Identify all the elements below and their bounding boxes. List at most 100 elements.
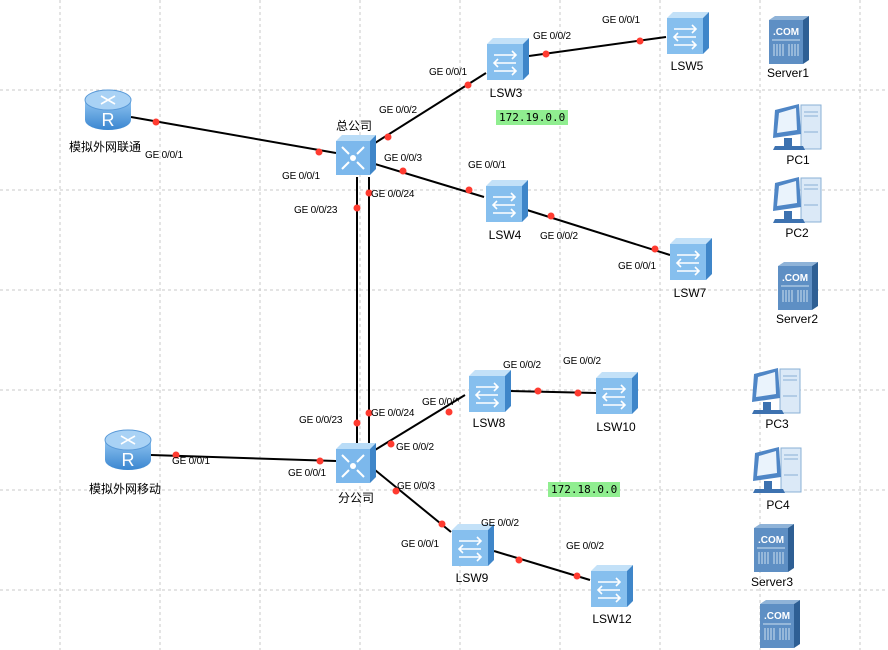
- server-icon: .COM: [778, 262, 818, 310]
- port-label: GE 0/0/^: [422, 397, 459, 408]
- device-label: LSW7: [673, 286, 707, 300]
- switch-icon: [486, 180, 528, 222]
- device-label: LSW4: [488, 228, 522, 242]
- port-label: GE 0/0/1: [145, 150, 183, 161]
- switch-lsw12[interactable]: [589, 565, 635, 609]
- port-dot[interactable]: [542, 50, 550, 58]
- device-label: LSW10: [596, 420, 636, 434]
- device-label: PC2: [785, 226, 809, 240]
- port-label: GE 0/0/1: [468, 160, 506, 171]
- port-dot[interactable]: [399, 167, 407, 175]
- l3switch-hq[interactable]: [334, 135, 378, 177]
- port-label: GE 0/0/2: [566, 541, 604, 552]
- port-dot[interactable]: [534, 387, 542, 395]
- router-r1[interactable]: R: [83, 88, 133, 132]
- port-label: GE 0/0/1: [602, 15, 640, 26]
- router-r2[interactable]: R: [103, 428, 153, 472]
- network-label-hq[interactable]: 172.19.0.0: [496, 110, 569, 125]
- port-dot[interactable]: [353, 419, 361, 427]
- device-label: 总公司: [335, 119, 373, 133]
- switch-lsw5[interactable]: [665, 12, 711, 56]
- port-dot[interactable]: [172, 451, 180, 459]
- device-label: Server3: [750, 575, 794, 589]
- port-dot[interactable]: [465, 186, 473, 194]
- device-label: PC4: [766, 498, 790, 512]
- device-label: Server2: [775, 312, 819, 326]
- port-dot[interactable]: [636, 37, 644, 45]
- device-label: LSW8: [472, 416, 506, 430]
- link-r1-hq[interactable]: [130, 116, 337, 154]
- device-label: 模拟外网移动: [88, 482, 162, 496]
- port-label: GE 0/0/2: [481, 518, 519, 529]
- port-dot[interactable]: [573, 572, 581, 580]
- pc-icon: [752, 368, 801, 414]
- network-label-branch[interactable]: 172.18.0.0: [548, 482, 621, 497]
- switch-icon: [487, 38, 529, 80]
- switch-lsw3[interactable]: [485, 38, 531, 82]
- port-label: GE 0/0/2: [396, 442, 434, 453]
- server-server1[interactable]: .COM: [769, 16, 811, 64]
- l3-switch-icon: [336, 135, 376, 175]
- switch-lsw10[interactable]: [594, 372, 640, 416]
- port-dot[interactable]: [353, 204, 361, 212]
- port-dot[interactable]: [365, 409, 373, 417]
- l3switch-branch[interactable]: [334, 443, 378, 485]
- port-label: GE 0/0/2: [540, 231, 578, 242]
- pc-pc3[interactable]: [750, 366, 806, 416]
- switch-lsw9[interactable]: [450, 524, 496, 568]
- port-dot[interactable]: [574, 389, 582, 397]
- pc-icon: [773, 177, 822, 223]
- svg-text:.COM: .COM: [773, 27, 799, 38]
- port-dot[interactable]: [515, 556, 523, 564]
- device-label: LSW5: [670, 59, 704, 73]
- port-dot[interactable]: [152, 118, 160, 126]
- server-icon: .COM: [769, 16, 809, 64]
- link-r2-br[interactable]: [150, 454, 337, 462]
- device-label: PC3: [765, 417, 789, 431]
- router-icon: R: [104, 429, 152, 470]
- port-label: GE 0/0/3: [397, 481, 435, 492]
- port-dot[interactable]: [438, 520, 446, 528]
- pc-icon: [773, 104, 822, 150]
- switch-icon: [591, 565, 633, 607]
- port-label: GE 0/0/2: [533, 31, 571, 42]
- port-dot[interactable]: [365, 189, 373, 197]
- server-server3[interactable]: .COM: [754, 524, 796, 572]
- pc-pc4[interactable]: [751, 445, 807, 495]
- switch-icon: [469, 370, 511, 412]
- port-dot[interactable]: [547, 212, 555, 220]
- pc-pc2[interactable]: [771, 175, 827, 225]
- server-icon: .COM: [754, 524, 794, 572]
- port-label: GE 0/0/24: [371, 189, 415, 200]
- device-label: LSW12: [592, 612, 632, 626]
- switch-icon: [667, 12, 709, 54]
- port-label: GE 0/0/23: [294, 205, 338, 216]
- pc-pc1[interactable]: [771, 102, 827, 152]
- port-dot[interactable]: [651, 245, 659, 253]
- port-dot[interactable]: [315, 148, 323, 156]
- server-server2[interactable]: .COM: [778, 262, 820, 310]
- server-icon: .COM: [760, 600, 800, 648]
- switch-lsw7[interactable]: [668, 238, 714, 282]
- link-br-lsw9[interactable]: [374, 469, 452, 533]
- device-label: 分公司: [337, 491, 375, 505]
- svg-text:.COM: .COM: [764, 611, 790, 622]
- switch-lsw8[interactable]: [467, 370, 513, 414]
- port-label: GE 0/0/1: [429, 67, 467, 78]
- switch-lsw4[interactable]: [484, 180, 530, 224]
- port-dot[interactable]: [392, 487, 400, 495]
- port-dot[interactable]: [316, 457, 324, 465]
- server-server4[interactable]: .COM: [760, 600, 802, 648]
- router-icon: R: [84, 89, 132, 130]
- port-label: GE 0/0/2: [379, 105, 417, 116]
- link-hq-lsw4[interactable]: [374, 163, 485, 198]
- port-dot[interactable]: [445, 408, 453, 416]
- port-dot[interactable]: [387, 440, 395, 448]
- port-dot[interactable]: [384, 133, 392, 141]
- link-lsw8-lsw10[interactable]: [509, 390, 597, 394]
- port-label: GE 0/0/3: [384, 153, 422, 164]
- device-label: LSW3: [489, 86, 523, 100]
- port-dot[interactable]: [464, 81, 472, 89]
